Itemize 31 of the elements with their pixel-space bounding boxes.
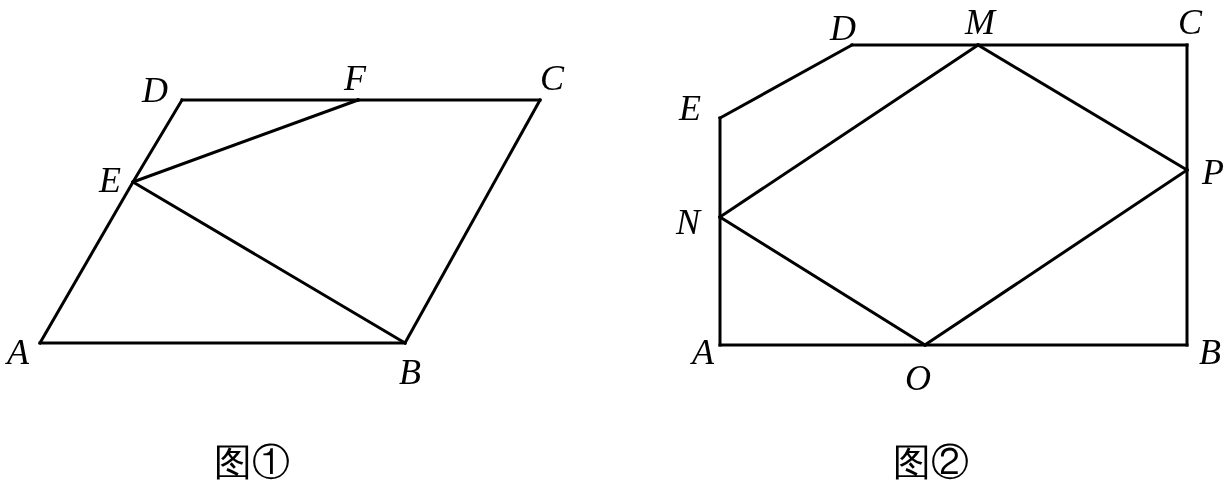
line-segment [718, 43, 980, 219]
line-segment [1185, 168, 1189, 347]
figure-caption: 图① [214, 443, 290, 481]
line-segment [403, 98, 542, 345]
line-segment [923, 168, 1189, 347]
line-segment [356, 98, 542, 102]
point-label: B [1196, 334, 1224, 370]
point-label: A [4, 334, 32, 370]
line-segment [131, 98, 360, 184]
line-segment [976, 43, 1189, 172]
point-label: E [96, 162, 124, 198]
point-label: A [689, 334, 717, 370]
point-label: B [396, 354, 424, 390]
point-label: E [676, 90, 704, 126]
line-segment [38, 341, 407, 345]
line-segment [923, 343, 1189, 347]
line-segment [131, 180, 407, 345]
line-segment [718, 215, 927, 347]
point-label: C [538, 60, 566, 96]
point-label: O [904, 360, 932, 396]
line-segment [38, 180, 135, 345]
line-segment [718, 343, 927, 347]
point-label: C [1176, 4, 1204, 40]
point-label: N [674, 204, 702, 240]
figure-caption: 图② [893, 443, 969, 481]
point-label: P [1199, 154, 1227, 190]
point-label: D [141, 72, 169, 108]
point-label: F [341, 60, 369, 96]
line-segment [718, 43, 854, 120]
point-label: D [829, 10, 857, 46]
line-segment [1185, 43, 1189, 172]
